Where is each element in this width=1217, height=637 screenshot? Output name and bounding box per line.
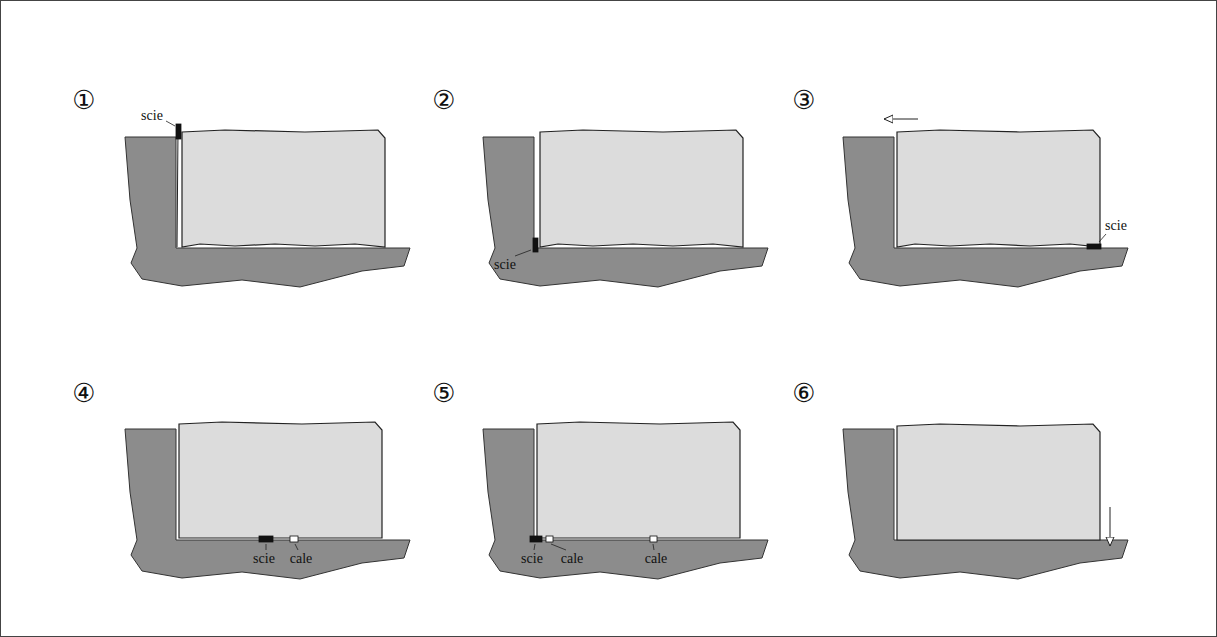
wedge bbox=[650, 536, 657, 542]
tool-label: scie bbox=[141, 109, 163, 123]
step-number: ③ bbox=[792, 87, 815, 113]
step-number: ⑤ bbox=[432, 380, 455, 406]
saw bbox=[1087, 244, 1101, 249]
tool-label: scie bbox=[494, 258, 516, 272]
saw bbox=[533, 238, 538, 252]
panels bbox=[125, 119, 1128, 579]
leader-line bbox=[1099, 234, 1106, 242]
step-number: ① bbox=[72, 87, 95, 113]
stone-block bbox=[897, 424, 1100, 540]
tool-label: scie bbox=[521, 552, 543, 566]
step-number: ② bbox=[432, 87, 455, 113]
step-number: ④ bbox=[72, 380, 95, 406]
leader-line bbox=[551, 544, 566, 550]
wedge bbox=[546, 536, 553, 542]
stone-block bbox=[540, 130, 743, 247]
saw bbox=[259, 536, 273, 542]
tool-label: cale bbox=[290, 552, 313, 566]
tool-label: scie bbox=[1105, 219, 1127, 233]
motion-arrow bbox=[1110, 507, 1111, 546]
leader-line bbox=[266, 544, 267, 550]
leader-line bbox=[295, 544, 298, 550]
saw bbox=[176, 124, 181, 139]
leader-line bbox=[534, 544, 535, 550]
saw-cut bbox=[177, 131, 178, 247]
saw bbox=[530, 536, 542, 542]
stone-block bbox=[897, 130, 1100, 247]
leader-line bbox=[166, 121, 175, 126]
stone-block bbox=[537, 422, 740, 538]
stone-block bbox=[179, 422, 382, 538]
step-number: ⑥ bbox=[792, 380, 815, 406]
motion-arrow bbox=[884, 119, 918, 120]
leader-line bbox=[515, 250, 531, 256]
wedge bbox=[290, 536, 298, 542]
stone-block bbox=[182, 130, 385, 247]
tool-label: scie bbox=[253, 552, 275, 566]
tool-label: cale bbox=[561, 552, 584, 566]
leader-line bbox=[653, 544, 654, 550]
tool-label: cale bbox=[645, 552, 668, 566]
